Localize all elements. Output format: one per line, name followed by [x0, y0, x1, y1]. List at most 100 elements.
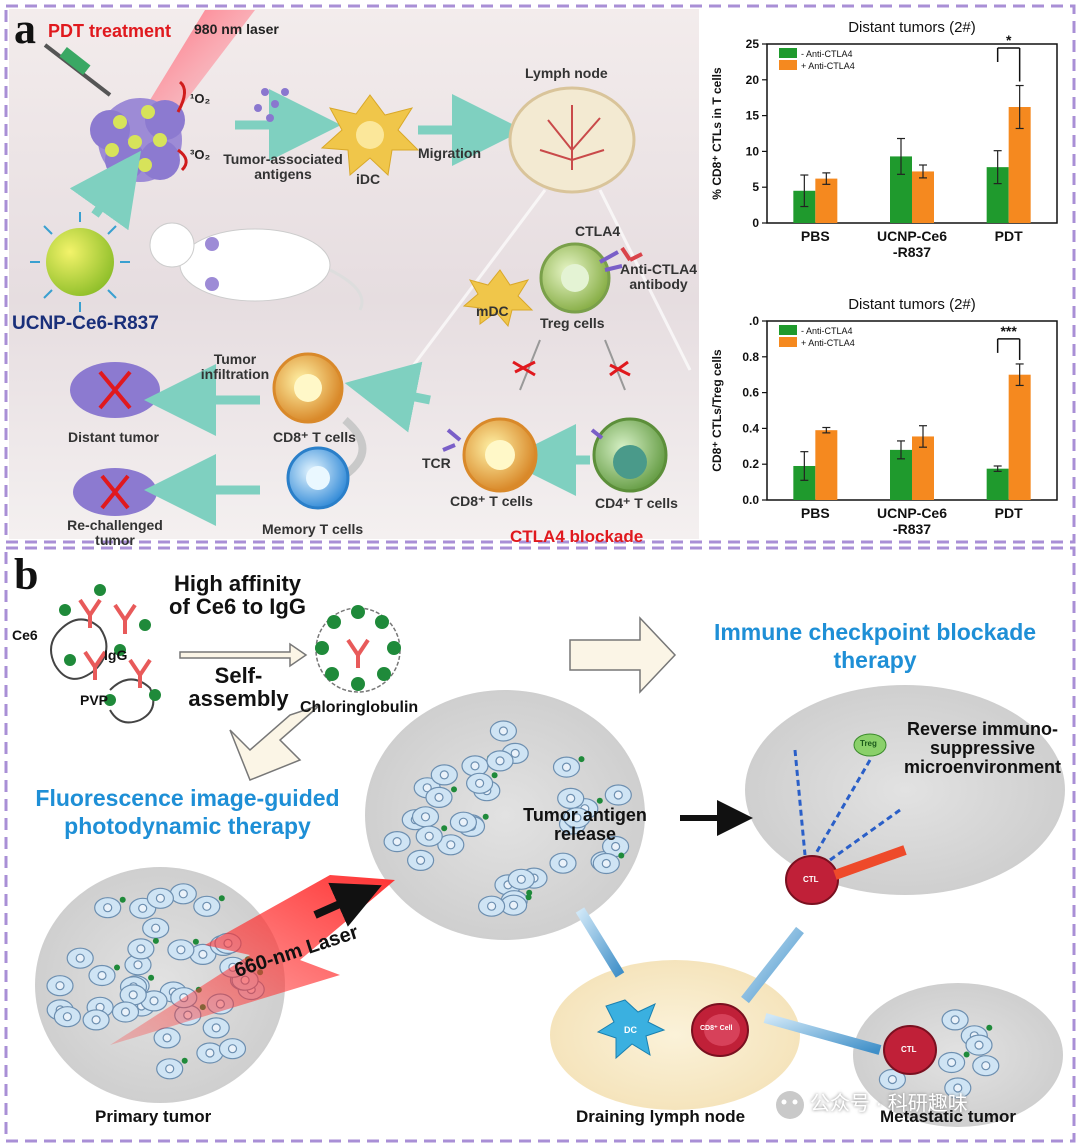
tumor-cell-nucleus — [610, 841, 621, 852]
x-tick-label: UCNP-Ce6 — [877, 505, 947, 521]
ce6-dot — [618, 852, 625, 859]
bar — [912, 171, 934, 223]
ctl-label-upper: CTL — [803, 875, 819, 884]
watermark: 公众号 · 科研趣味 — [810, 1093, 968, 1115]
tumor-cell-nucleus — [458, 817, 468, 827]
tumor-cell-nucleus — [227, 1044, 238, 1054]
rechallenged-line1: Re-challenged — [67, 517, 163, 533]
laser-660-bolt — [110, 875, 395, 1045]
immune-checkpoint-line1: Immune checkpoint blockade — [713, 619, 1037, 645]
tumor-cell-nucleus — [887, 1074, 898, 1085]
ce6-dot — [578, 756, 585, 763]
ctl-cell-lower — [883, 1025, 937, 1075]
triplet-o2-label: ³O₂ — [190, 147, 211, 162]
reverse-immuno-line1: Reverse immuno- — [906, 719, 1059, 739]
bar — [986, 167, 1009, 223]
rechallenged-tumor-label: Re-challenged tumor — [55, 518, 175, 547]
ce6-dot — [119, 896, 126, 903]
draining-lymph-node-label: Draining lymph node — [576, 1107, 746, 1126]
fluorescence-title: Fluorescence image-guided photodynamic t… — [10, 786, 365, 838]
tumor-cell-nucleus — [55, 981, 65, 991]
immune-checkpoint-line2: therapy — [833, 647, 917, 674]
panel-a-frame — [4, 4, 1076, 544]
tumor-cell-nucleus — [950, 1015, 960, 1025]
tumor-cell-nucleus — [613, 790, 623, 800]
bar — [1008, 107, 1031, 223]
y-tick-label: 0.2 — [742, 457, 759, 471]
treg-cell-b — [853, 733, 887, 757]
legend-label: - Anti-CTLA4 — [801, 49, 853, 59]
tumor-cell-nucleus — [136, 944, 146, 954]
chloringlobulin-drawing — [315, 605, 401, 693]
ce6-igg-mixture — [50, 584, 161, 724]
memory-t-cells-label: Memory T cells — [262, 521, 364, 537]
x-tick-label: UCNP-Ce6 — [877, 228, 947, 244]
bar — [815, 430, 838, 500]
immune-checkpoint-title: Immune checkpoint blockade therapy — [690, 620, 1060, 672]
tumor-cell-nucleus — [178, 889, 188, 899]
bar — [912, 436, 934, 500]
ctl-label-lower: CTL — [901, 1045, 917, 1054]
mdc-label: mDC — [476, 303, 509, 319]
tumor-cell-nucleus — [434, 792, 444, 803]
anti-ctla4-line2: antibody — [629, 275, 688, 292]
tumor-cell-nucleus — [487, 901, 497, 911]
idc-label: iDC — [356, 171, 381, 187]
tumor-cell-nucleus — [151, 923, 161, 933]
ctla4-blockade-label: CTLA4 blockade — [510, 527, 644, 546]
legend-swatch — [779, 337, 797, 347]
distant-tumor-label: Distant tumor — [68, 429, 159, 445]
self-assembly-label: Self- assembly — [176, 664, 301, 710]
laser-beam — [150, 10, 255, 115]
cd8-t-cells-left-label: CD8⁺ T cells — [273, 429, 356, 445]
legend-swatch — [779, 60, 797, 70]
bar — [890, 449, 912, 500]
igg-label: IgG — [104, 647, 128, 663]
tumor-cell-nucleus — [198, 949, 208, 960]
tumor-cell-nucleus — [498, 726, 508, 736]
ce6-dot — [192, 938, 199, 945]
tumor-cell-nucleus — [103, 903, 113, 913]
tumor-infiltration-label: Tumor infiltration — [185, 352, 285, 381]
nanoparticle-label: UCNP-Ce6-R837 — [12, 313, 159, 334]
y-tick-label: 5 — [752, 180, 759, 194]
x-tick-label: -R837 — [893, 244, 931, 260]
ce6-dot — [491, 772, 498, 779]
tumor-antigens-line2: antigens — [254, 165, 312, 182]
chart-cd8-ctls: Distant tumors (2#)% CD8⁺ CTLs in T cell… — [710, 19, 1058, 260]
tumor-antigen-release-blob — [365, 690, 645, 940]
significance-label: * — [1006, 32, 1012, 48]
panel-b-frame — [4, 546, 1076, 1143]
panel-a-letter: a — [14, 4, 36, 53]
treg-label-b: Treg — [860, 739, 877, 748]
metastatic-tumor-label: Metastatic tumor — [880, 1107, 1017, 1126]
y-tick-label: 10 — [746, 144, 760, 158]
ce6-dot — [451, 786, 457, 793]
y-tick-label: 20 — [746, 73, 760, 87]
tcr-label: TCR — [422, 455, 451, 471]
tumor-cell-nucleus — [202, 901, 212, 911]
x-tick-label: PDT — [995, 505, 1023, 521]
tumor-cell-nucleus — [120, 1007, 131, 1017]
reverse-immuno-line3: microenvironment — [903, 756, 1062, 777]
reverse-immuno-line2: suppressive — [929, 737, 1036, 758]
legend-label: - Anti-CTLA4 — [801, 326, 853, 336]
tumor-antigen-release-label: Tumor antigen release — [515, 806, 655, 844]
tumor-antigen-release-line1: Tumor antigen — [523, 805, 647, 825]
tumor-cell-nucleus — [974, 1040, 984, 1050]
lymph-node-label: Lymph node — [525, 65, 608, 81]
legend-label: + Anti-CTLA4 — [801, 338, 855, 348]
reverse-immuno-label: Reverse immuno- suppressive microenviron… — [895, 720, 1070, 777]
bar — [815, 178, 838, 223]
fluorescence-line1: Fluorescence image-guided — [35, 785, 340, 811]
ce6-dot — [218, 895, 225, 902]
tumor-cell-nucleus — [572, 813, 582, 823]
pdt-treatment-label: PDT treatment — [48, 21, 172, 41]
ce6-dot — [525, 894, 532, 901]
ce6-dot — [482, 813, 489, 820]
ce6-dot — [114, 964, 120, 971]
tumor-cell-nucleus — [133, 960, 143, 970]
singlet-o2-label: ¹O₂ — [190, 91, 211, 106]
legend-label: + Anti-CTLA4 — [801, 61, 855, 71]
